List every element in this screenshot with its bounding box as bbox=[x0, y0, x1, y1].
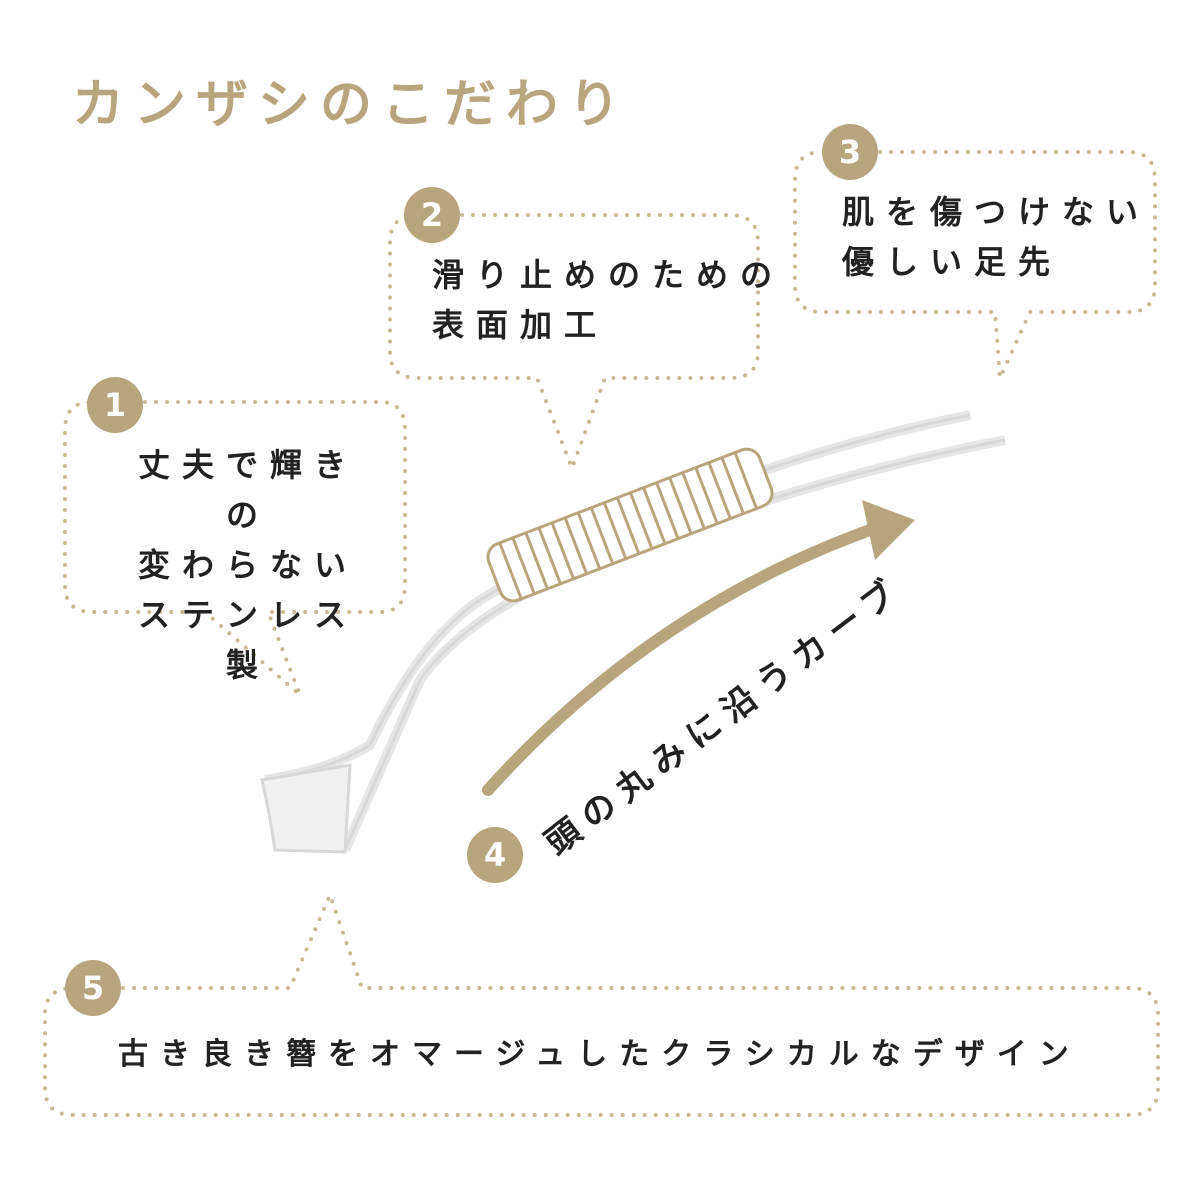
text-line: 滑り止めのための bbox=[432, 256, 785, 294]
point-5-badge: 5 bbox=[65, 960, 121, 1016]
hatch-line bbox=[550, 522, 575, 580]
hatch-line bbox=[655, 482, 680, 540]
hatch-line bbox=[615, 497, 641, 555]
bubble-5-outline bbox=[43, 889, 1160, 1117]
point-1-badge: 1 bbox=[87, 377, 143, 433]
text-line: 肌を傷つけない bbox=[842, 193, 1151, 231]
hatch-line bbox=[563, 517, 589, 575]
text-line: 丈夫で輝きの bbox=[137, 446, 358, 534]
grip-texture-pattern bbox=[486, 447, 774, 603]
text-line: 変わらない bbox=[137, 546, 358, 584]
point-5-text: 古き良き簪をオマージュしたクラシカルなデザイン bbox=[118, 1037, 1081, 1072]
point-3-text: 肌を傷つけない 優しい足先 bbox=[842, 187, 1150, 287]
hatch-line bbox=[629, 492, 654, 550]
hatch-line bbox=[498, 542, 523, 600]
hatch-line bbox=[707, 462, 732, 520]
text-line: 優しい足先 bbox=[842, 243, 1063, 281]
arrow-head-icon bbox=[862, 500, 915, 560]
point-4-badge: 4 bbox=[467, 827, 523, 883]
point-3-badge: 3 bbox=[822, 124, 878, 180]
bubble-2-outline bbox=[388, 213, 760, 474]
hatch-line bbox=[524, 532, 549, 590]
hatch-line bbox=[576, 512, 602, 570]
text-line: ステンレス製 bbox=[137, 596, 358, 684]
curve-arrow bbox=[482, 524, 876, 796]
hatch-line bbox=[589, 507, 615, 565]
hatch-line bbox=[720, 457, 745, 515]
hatch-line bbox=[602, 502, 628, 560]
hatch-line bbox=[642, 487, 667, 545]
hatch-line bbox=[668, 477, 693, 535]
hatch-line bbox=[537, 527, 562, 585]
point-2-text: 滑り止めのための 表面加工 bbox=[432, 250, 784, 350]
hatch-line bbox=[733, 452, 758, 510]
hatch-line bbox=[511, 537, 536, 595]
point-1-text: 丈夫で輝きの 変わらない ステンレス製 bbox=[118, 440, 378, 690]
text-line: 表面加工 bbox=[432, 306, 609, 344]
hatch-line bbox=[694, 467, 719, 525]
point-2-badge: 2 bbox=[404, 187, 460, 243]
page-title: カンザシのこだわり bbox=[72, 75, 631, 135]
bubble-1-outline bbox=[63, 400, 407, 697]
hatch-line bbox=[681, 472, 706, 530]
